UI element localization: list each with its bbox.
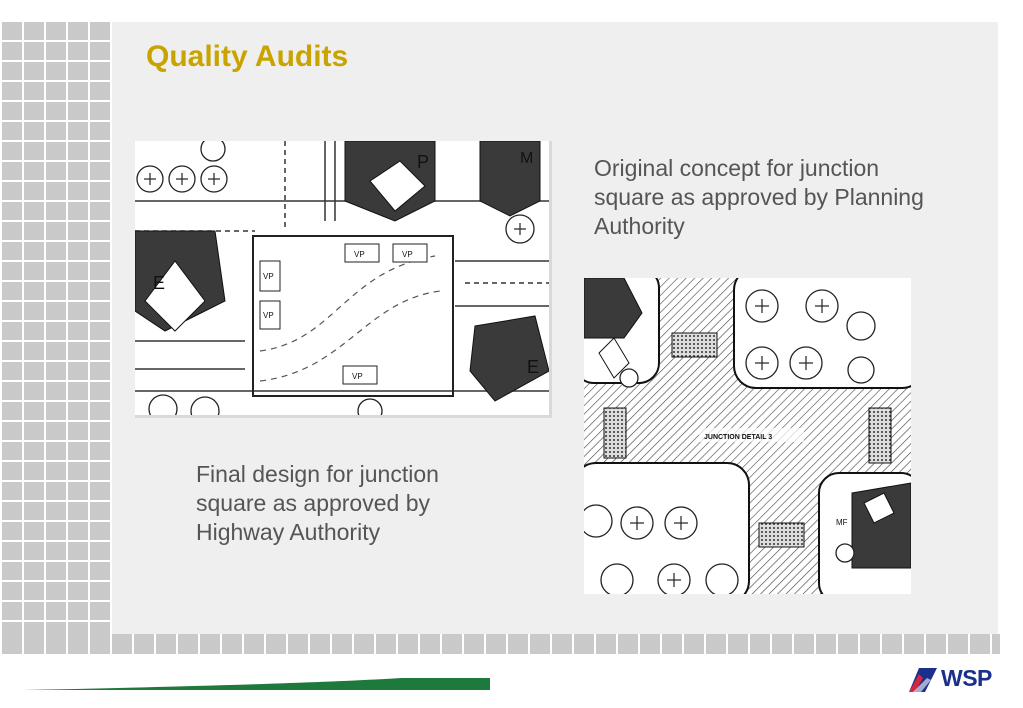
council-sub: County Council <box>427 673 459 678</box>
wsp-wordmark: WSP <box>941 665 992 691</box>
junction-detail-label: JUNCTION DETAIL 3 <box>704 434 772 441</box>
bay-label-5: VP <box>352 372 363 381</box>
staffordshire-logo: Staffordshire County Council <box>398 662 488 678</box>
bay-label-3: VP <box>263 272 274 281</box>
council-name: Staffordshire <box>414 662 472 673</box>
decorative-grid-left <box>0 20 112 654</box>
plot-label-e2: E <box>527 357 539 377</box>
plot-label-m: M <box>520 150 533 167</box>
plot-label-mf: MF <box>836 518 848 527</box>
decorative-grid-bottom <box>0 634 1000 654</box>
caption-final-design: Final design for junction square as appr… <box>196 461 439 545</box>
bay-label-1: VP <box>354 250 365 259</box>
bay-label-2: VP <box>402 250 413 259</box>
plan-final-design: JUNCTION DETAIL 3 MF <box>584 278 911 594</box>
footer-url[interactable]: www.staffordshire.gov.uk <box>42 680 98 686</box>
plot-label-e1: E <box>153 273 165 293</box>
bay-label-4: VP <box>263 311 274 320</box>
plot-label-p: P <box>417 152 429 172</box>
plan-original-drawing: E P M E VP VP VP VP VP <box>135 141 549 415</box>
wsp-logo: WSP <box>907 664 999 694</box>
caption-original-concept: Original concept for junction square as … <box>594 155 924 239</box>
council-green-bar <box>22 678 490 690</box>
plan-final-drawing: JUNCTION DETAIL 3 MF <box>584 278 911 594</box>
slide-title: Quality Audits <box>146 40 349 73</box>
wsp-mark-icon <box>909 668 937 692</box>
footer: www.staffordshire.gov.uk Staffordshire C… <box>0 654 1023 708</box>
plan-original-concept: E P M E VP VP VP VP VP <box>135 141 552 418</box>
